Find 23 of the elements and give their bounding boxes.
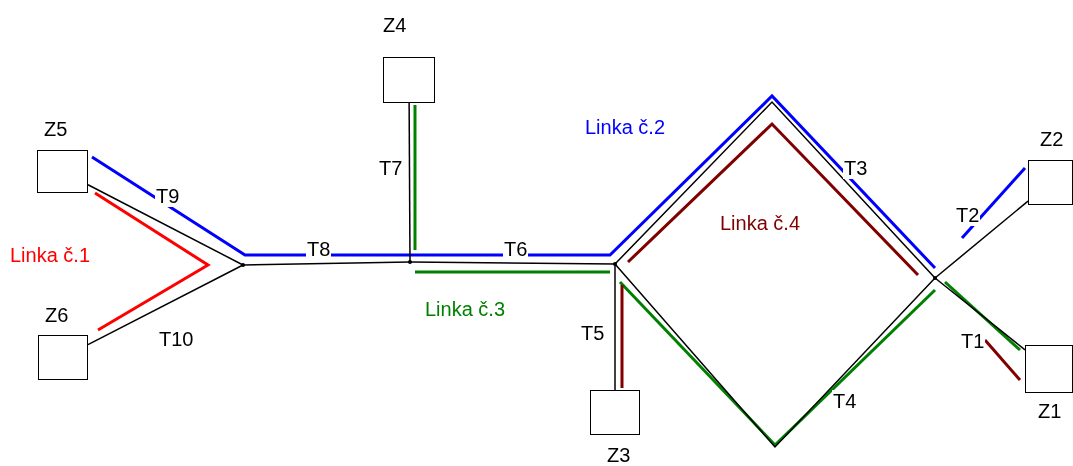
track-line (87, 183, 244, 266)
track-line (934, 200, 1029, 279)
track-line (408, 102, 411, 263)
line-name: Linka č.3 (425, 298, 506, 320)
track-line (934, 277, 1026, 351)
station-name: Z5 (44, 118, 68, 140)
junction-point (241, 263, 245, 267)
line-name: Linka č.1 (10, 244, 91, 266)
track-line (614, 263, 616, 391)
line-name: Linka č.4 (720, 212, 801, 234)
track-line (409, 261, 616, 265)
station-name: Z6 (45, 304, 69, 326)
station-name: Z2 (1040, 128, 1064, 150)
junction-point (933, 276, 937, 280)
station-name: Z3 (607, 444, 631, 466)
junction-point (613, 262, 617, 266)
station-name: Z1 (1038, 400, 1062, 422)
track-line (242, 261, 411, 266)
track-line (614, 100, 936, 279)
line-name: Linka č.2 (585, 116, 666, 138)
track-line (87, 264, 244, 346)
junction-point (408, 260, 412, 264)
station-name: Z4 (383, 14, 407, 36)
